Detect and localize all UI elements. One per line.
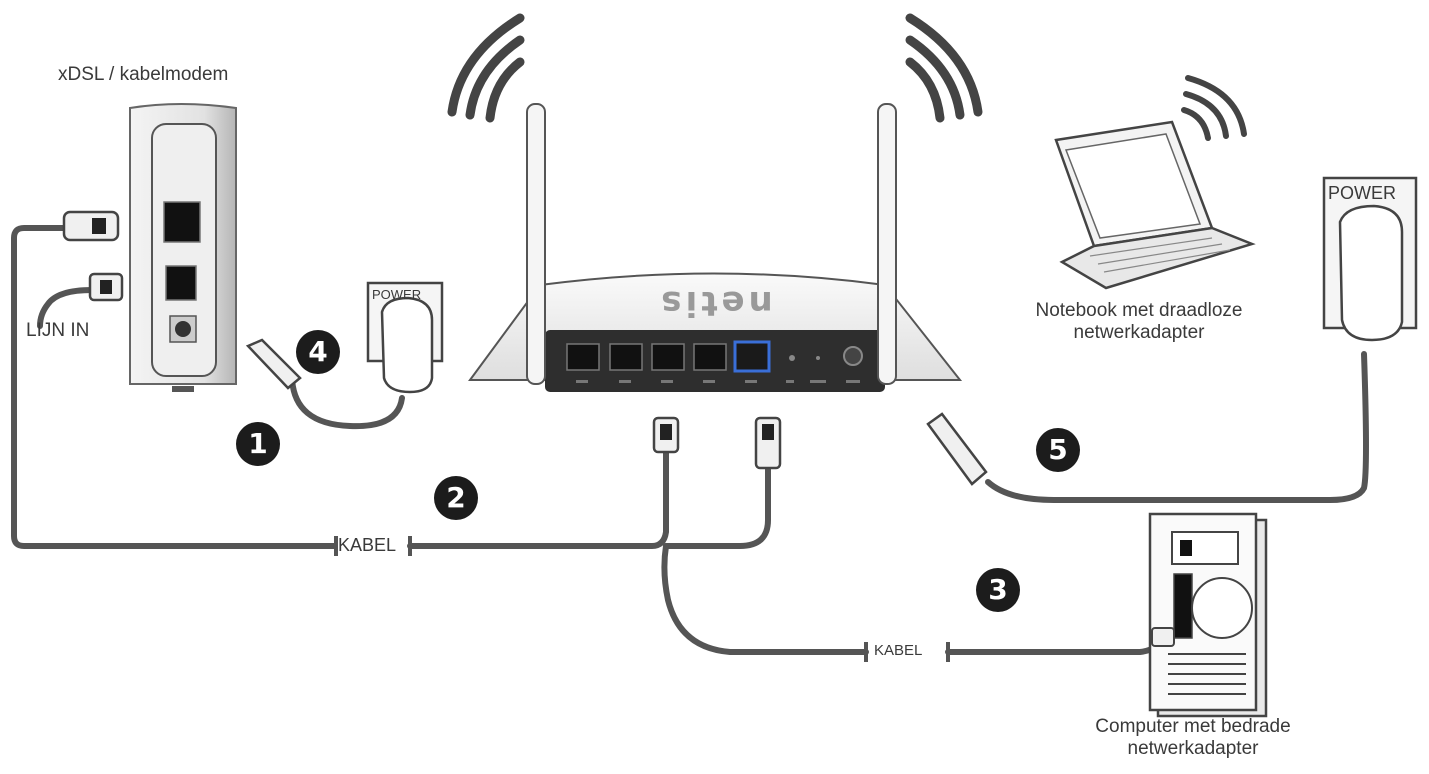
computer-tower-icon bbox=[1148, 512, 1268, 718]
modem-power-jack bbox=[175, 321, 191, 337]
notebook-icon bbox=[1054, 120, 1256, 290]
computer-label: Computer met bedrade netwerkadapter bbox=[1068, 716, 1318, 760]
modem-icon bbox=[129, 103, 237, 392]
router-icon bbox=[468, 103, 963, 392]
power-plug-left-icon bbox=[245, 338, 302, 390]
step-badge-1: 1 bbox=[236, 422, 280, 466]
router-lan-ports bbox=[566, 343, 727, 371]
cable-label-2: KABEL bbox=[874, 642, 923, 659]
cable-power-right bbox=[985, 351, 1369, 503]
computer-label-line1: Computer met bedrade bbox=[1095, 716, 1291, 737]
cable-line-in bbox=[37, 287, 95, 329]
computer-fan bbox=[1191, 577, 1253, 639]
modem-ethernet-port bbox=[163, 201, 201, 243]
power-label-right: POWER bbox=[1328, 183, 1397, 203]
power-label-left: POWER bbox=[372, 287, 422, 302]
computer-network-port bbox=[1173, 573, 1193, 639]
cable-power-left bbox=[289, 375, 405, 430]
cable-modem-to-router bbox=[11, 225, 338, 549]
cable-router-to-computer bbox=[661, 543, 869, 655]
router-wifi-left-icon bbox=[447, 13, 525, 123]
step-badge-4: 4 bbox=[296, 330, 340, 374]
router-wan-port bbox=[733, 340, 771, 373]
router-wifi-right-icon bbox=[905, 13, 983, 123]
ethernet-plug-modem bbox=[62, 210, 120, 242]
power-adapter-left-icon bbox=[366, 281, 444, 394]
notebook-label-line2: netwerkadapter bbox=[1073, 322, 1205, 343]
computer-label-line2: netwerkadapter bbox=[1127, 738, 1259, 759]
step-badge-2: 2 bbox=[434, 476, 478, 520]
line-in-label: LIJN IN bbox=[26, 320, 90, 341]
router-reset-hole bbox=[789, 355, 795, 361]
line-in-plug bbox=[88, 272, 124, 302]
router-antenna-right bbox=[877, 103, 897, 385]
router-wps-hole bbox=[816, 356, 820, 360]
ethernet-plug-router-wan bbox=[652, 416, 680, 454]
modem-line-port bbox=[165, 265, 197, 301]
modem-label: xDSL / kabelmodem bbox=[58, 64, 229, 85]
notebook-wifi-icon bbox=[1181, 75, 1247, 141]
step-badge-5: 5 bbox=[1036, 428, 1080, 472]
ethernet-plug-router-lan bbox=[754, 416, 782, 470]
notebook-label-line1: Notebook met draadloze bbox=[1035, 300, 1243, 321]
power-adapter-right-icon bbox=[1322, 176, 1418, 342]
step-badge-3: 3 bbox=[976, 568, 1020, 612]
router-power-jack bbox=[843, 346, 863, 366]
router-antenna-left bbox=[526, 103, 546, 385]
router-brand-logo: netis bbox=[657, 283, 772, 323]
notebook-label: Notebook met draadloze netwerkadapter bbox=[1004, 300, 1274, 344]
cable-label-1: KABEL bbox=[338, 535, 397, 555]
power-plug-right-icon bbox=[926, 412, 988, 486]
